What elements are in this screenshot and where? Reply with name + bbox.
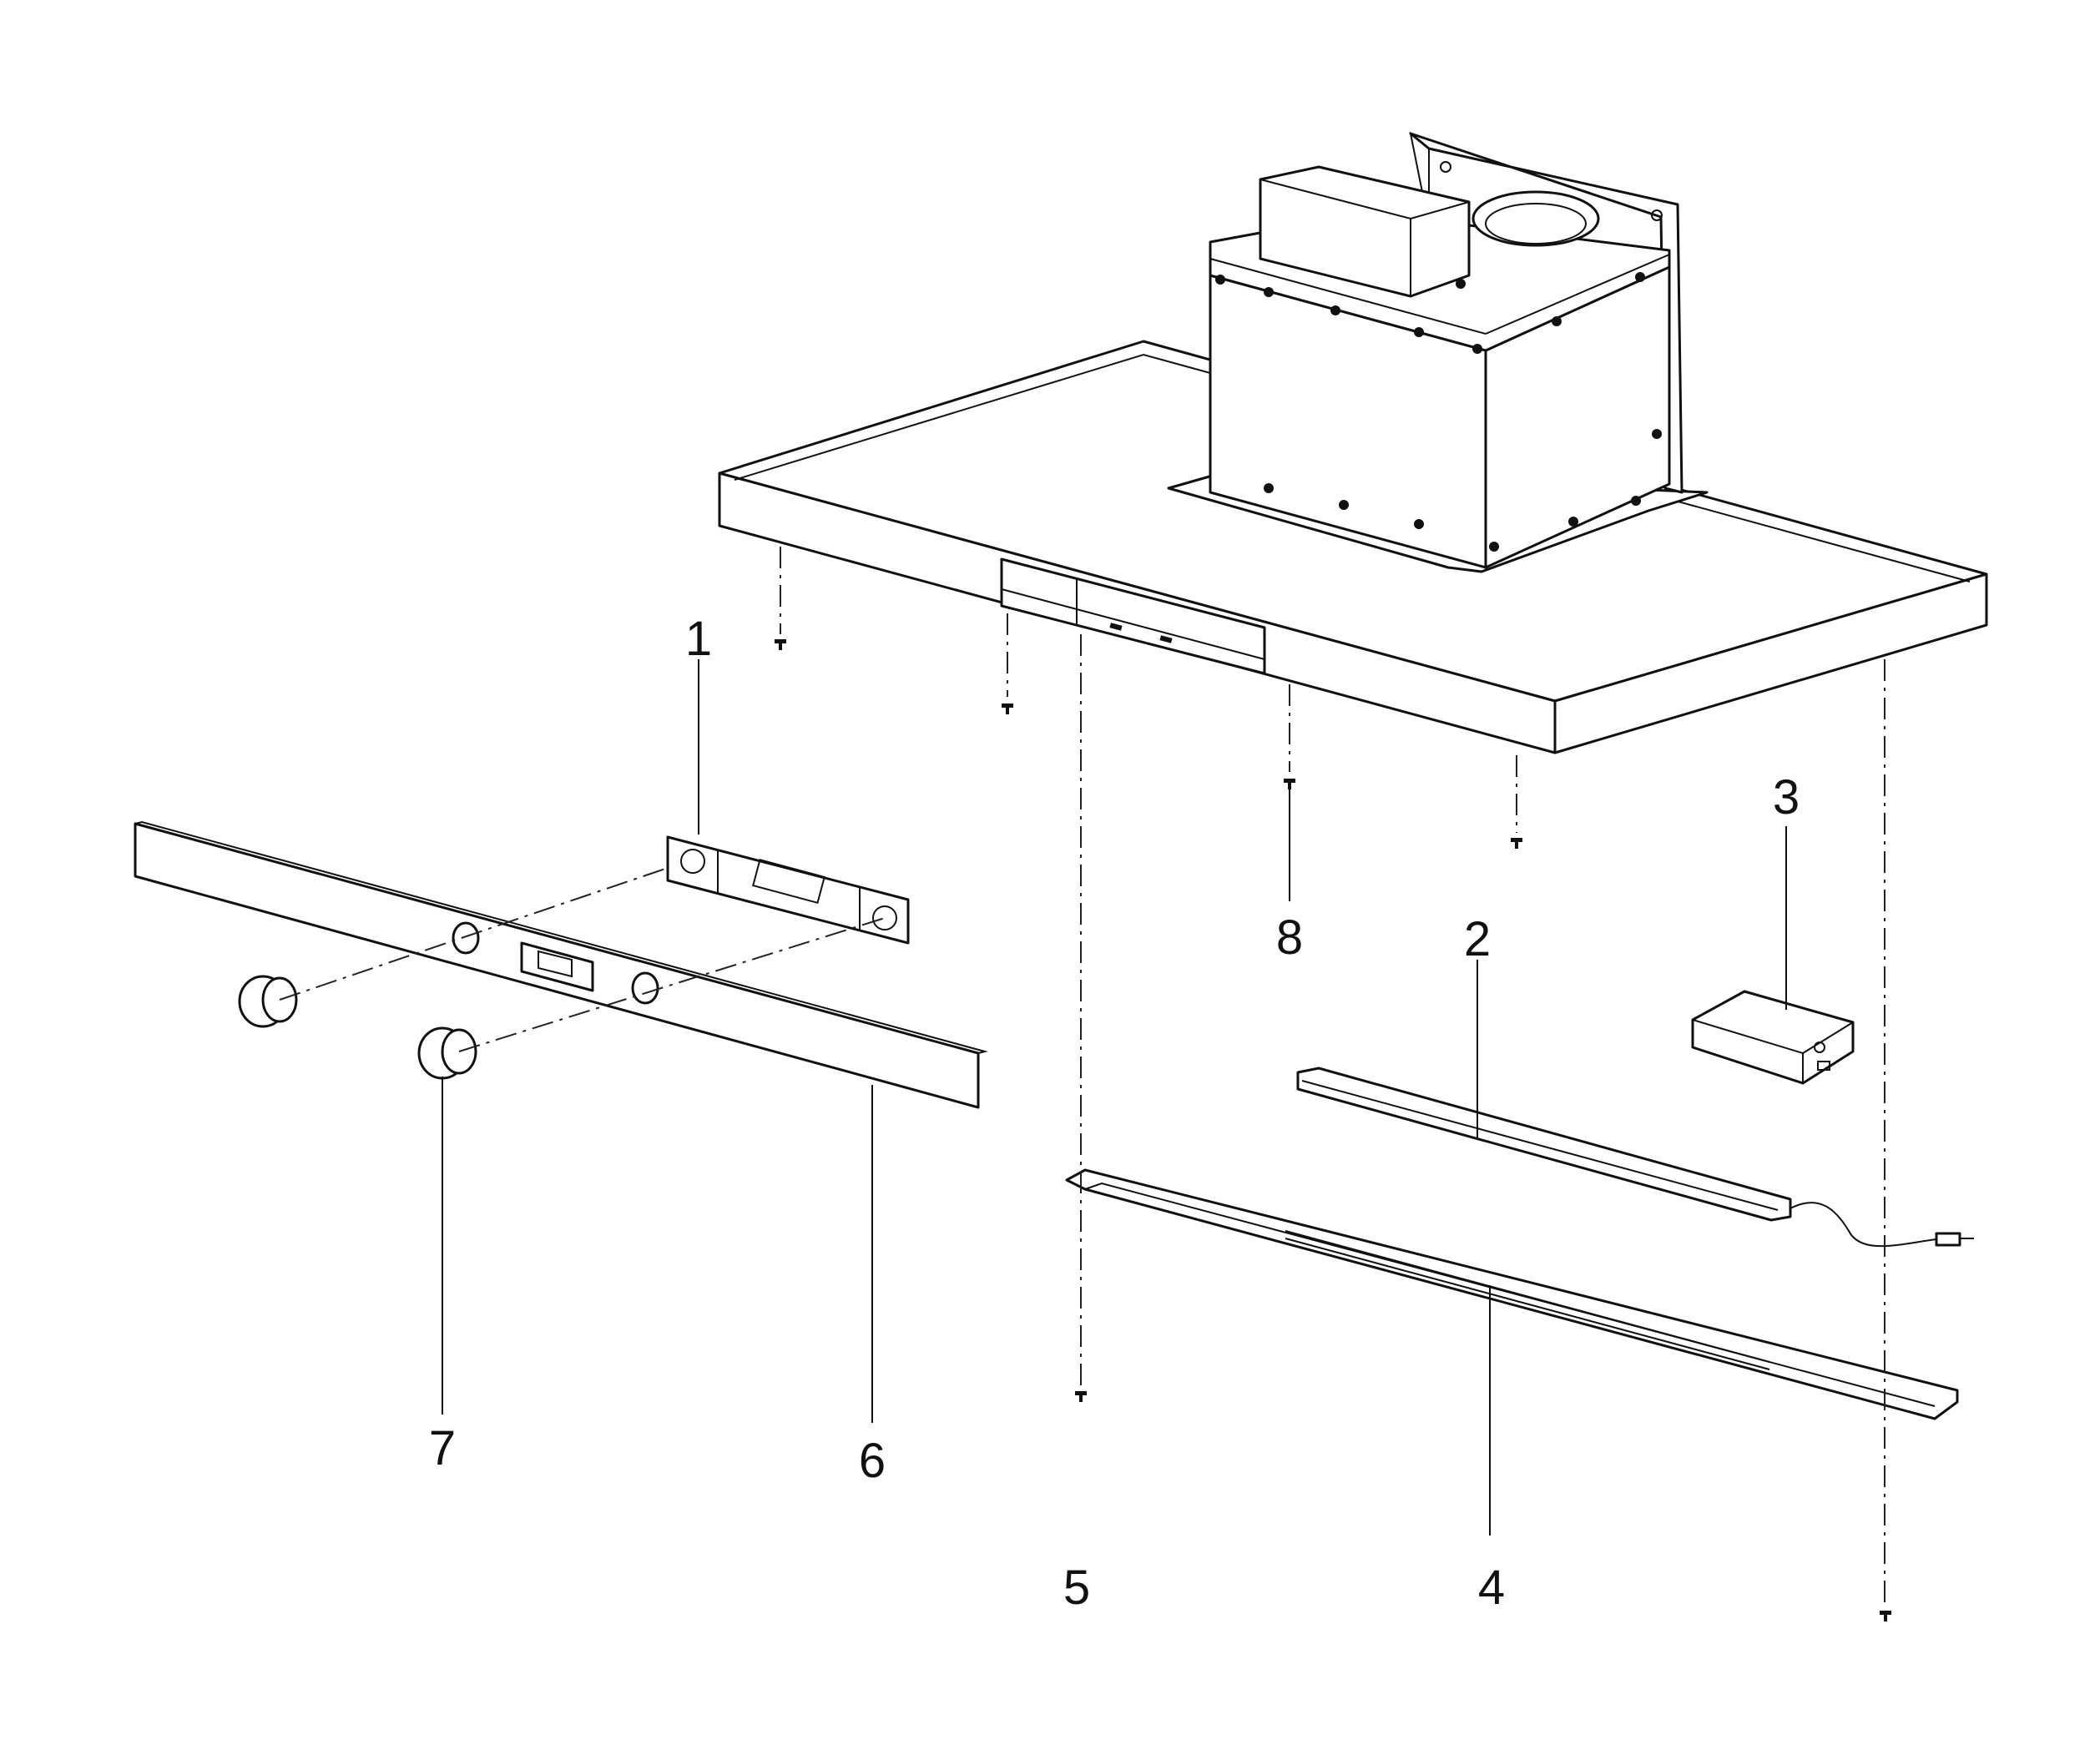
callouts: 1 2 3 4 5 6 7 8 xyxy=(429,612,1800,1615)
callout-6: 6 xyxy=(859,1434,886,1488)
callout-4: 4 xyxy=(1478,1561,1505,1615)
callout-leaders xyxy=(442,659,1787,1536)
part-3-driver-box xyxy=(1691,990,1855,1085)
callout-8: 8 xyxy=(1276,910,1303,965)
callout-5: 5 xyxy=(1063,1561,1090,1615)
blower-housing xyxy=(1167,131,1709,573)
callout-3: 3 xyxy=(1773,770,1800,825)
part-4-bottom-rail xyxy=(1065,1168,1959,1420)
assembly-lines xyxy=(279,547,1885,1604)
part-2-light-bar xyxy=(1296,1067,1974,1248)
callout-7: 7 xyxy=(429,1421,456,1475)
part-7-knobs xyxy=(238,975,477,1080)
part-1-control-board xyxy=(666,835,910,945)
screws xyxy=(775,639,1891,1621)
callout-2: 2 xyxy=(1464,912,1491,966)
part-6-front-panel xyxy=(134,820,988,1109)
control-recess xyxy=(1000,557,1266,675)
callout-1: 1 xyxy=(685,612,712,666)
